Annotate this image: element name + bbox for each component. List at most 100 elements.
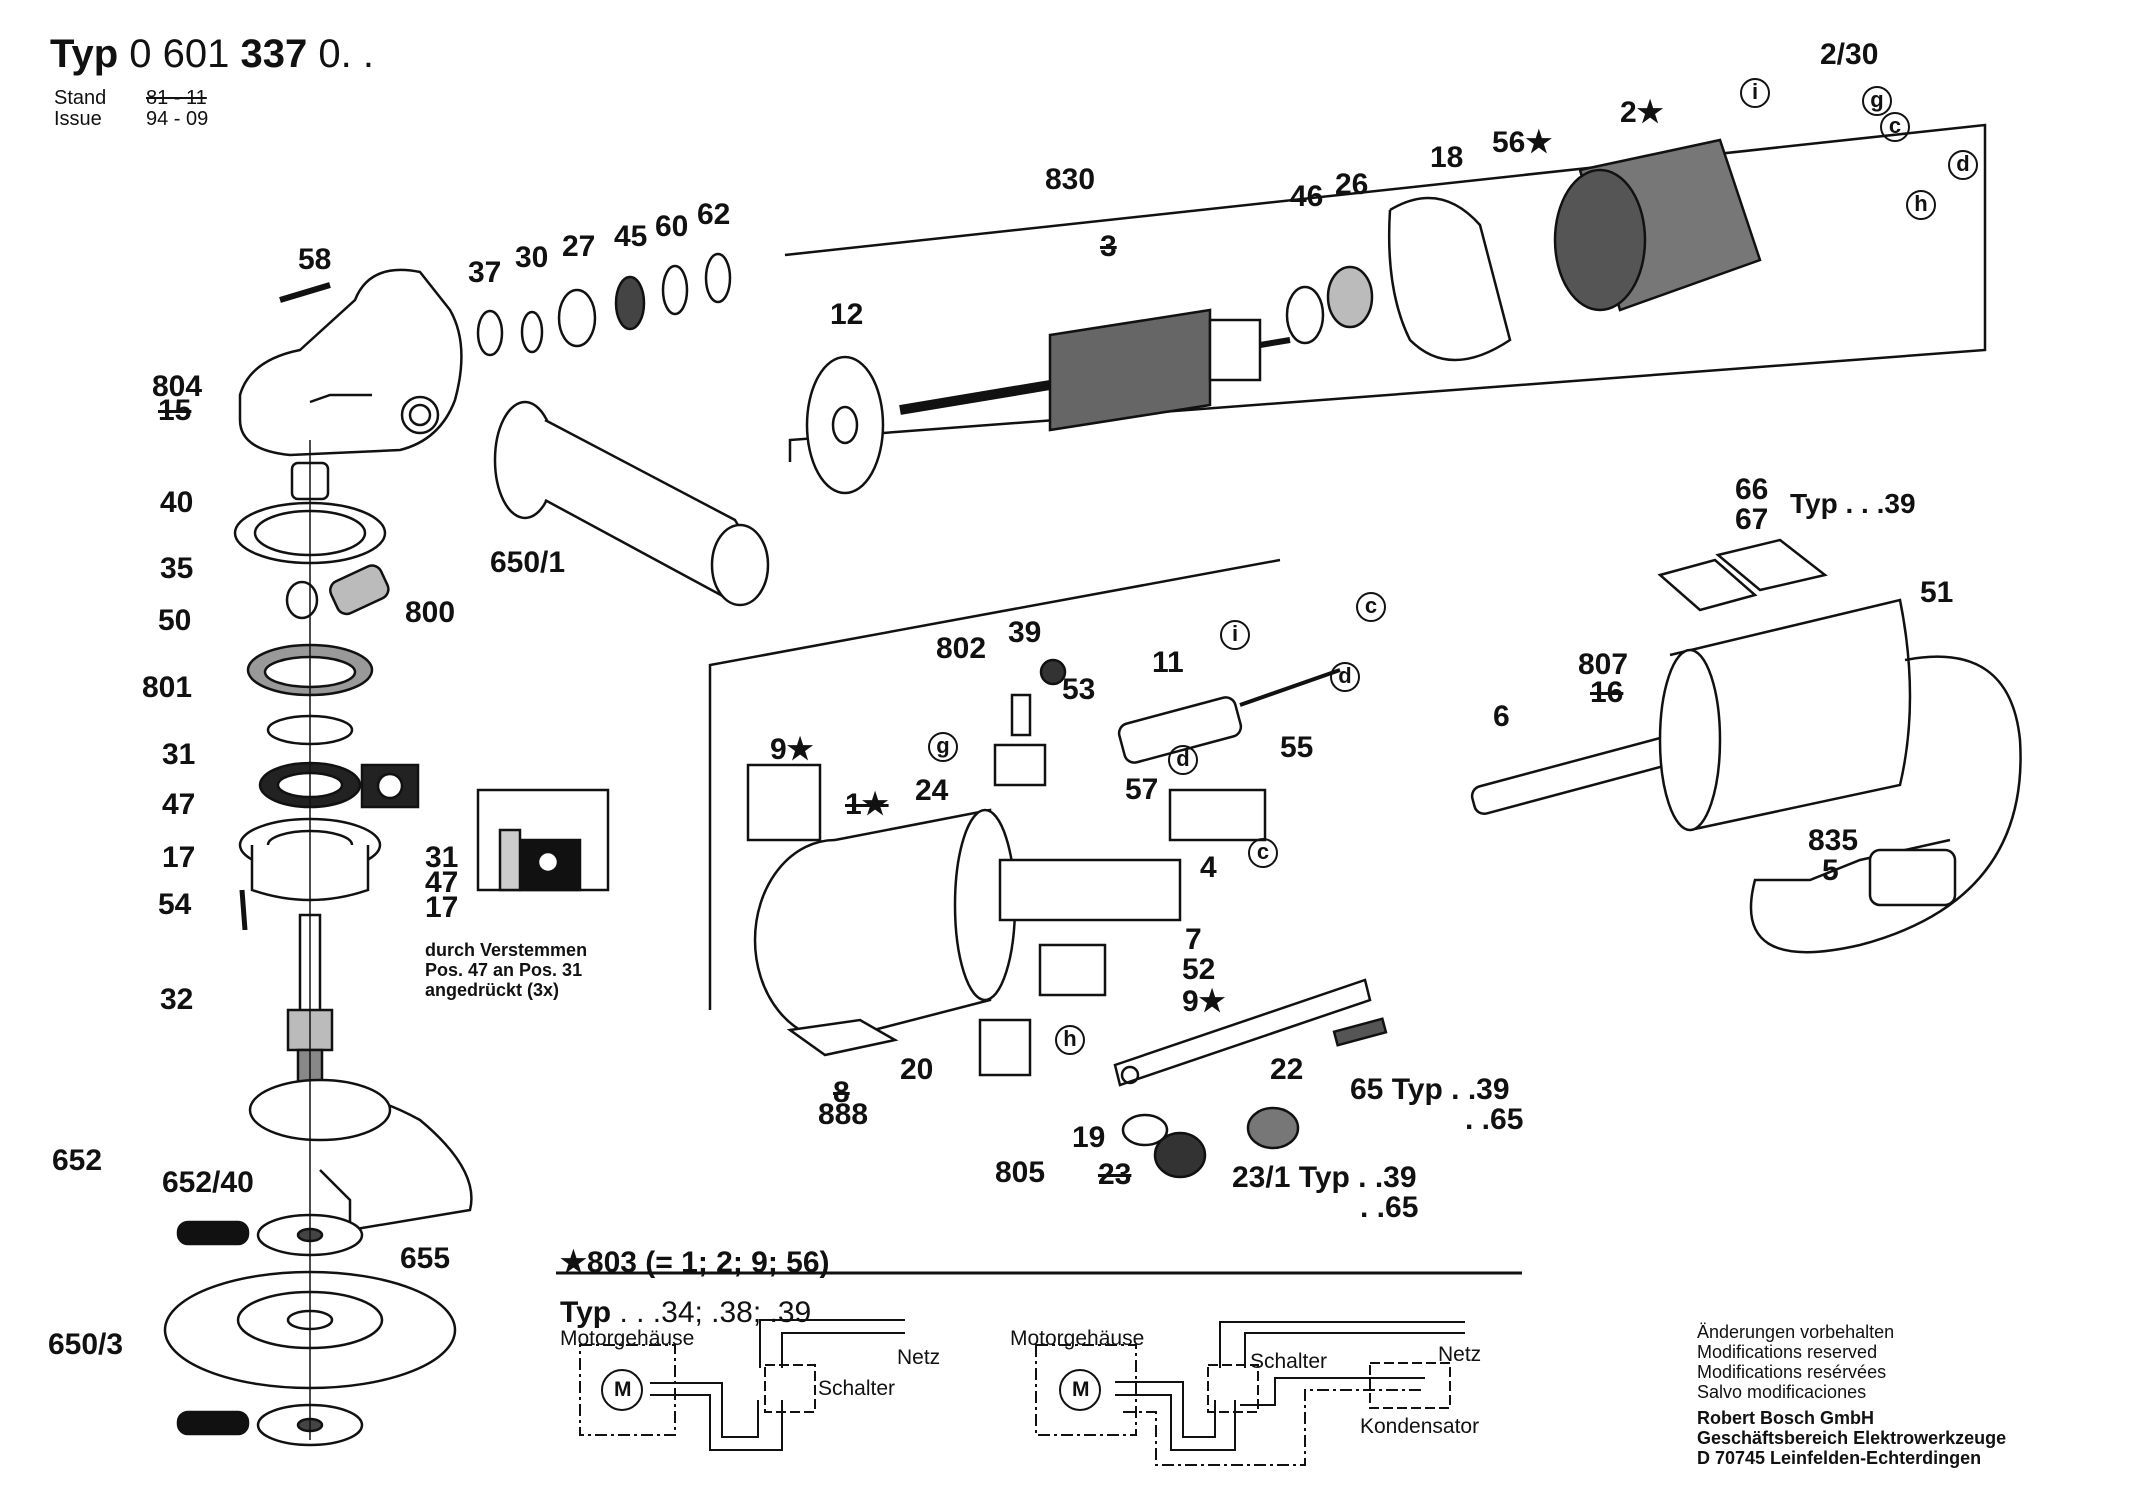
spanner-icons bbox=[176, 1220, 250, 1436]
company-division: Geschäftsbereich Elektrowerkzeuge bbox=[1697, 1428, 2007, 1448]
callout-800: 800 bbox=[405, 596, 456, 629]
wiring-title-variants: . . .34; .38; .39 bbox=[619, 1296, 812, 1329]
callout-3: 3 bbox=[1100, 230, 1117, 263]
callout-18: 18 bbox=[1430, 141, 1464, 174]
callout-50: 50 bbox=[158, 604, 192, 637]
callout-830: 830 bbox=[1045, 163, 1096, 196]
callout-24: 24 bbox=[915, 774, 949, 807]
callout-5: 5 bbox=[1822, 854, 1839, 887]
inset-note-line-1: durch Verstemmen bbox=[425, 940, 588, 960]
issue-value: 94 - 09 bbox=[146, 108, 209, 130]
callout-57: 57 bbox=[1125, 773, 1159, 806]
left-mains-label: Netz bbox=[897, 1346, 941, 1369]
right-housing-label: Motorgehäuse bbox=[1010, 1327, 1145, 1350]
bearing-inset bbox=[476, 788, 610, 892]
callout-46: 46 bbox=[1290, 180, 1324, 213]
legal-line-1: Änderungen vorbehalten bbox=[1697, 1322, 1895, 1342]
callout-27: 27 bbox=[562, 230, 596, 263]
marker-d-mid: d bbox=[1330, 662, 1360, 692]
callout-26: 26 bbox=[1335, 168, 1369, 201]
callout-30: 30 bbox=[515, 241, 549, 274]
housing-group-frame bbox=[708, 558, 1281, 1010]
callout-32: 32 bbox=[160, 983, 194, 1016]
wiring-diagram-right bbox=[1035, 1321, 1465, 1466]
callout-11: 11 bbox=[1152, 646, 1184, 679]
wiring-title: Typ . . .34; .38; .39 bbox=[560, 1296, 811, 1330]
inset-callout-17: 17 bbox=[425, 891, 459, 924]
marker-c-top: c bbox=[1880, 112, 1910, 142]
callout-2-30: 2/30 bbox=[1820, 38, 1879, 71]
marker-c-mid: c bbox=[1356, 592, 1386, 622]
callout-4: 4 bbox=[1200, 851, 1217, 884]
callout-23-1-typ: 23/1 Typ . .39 bbox=[1232, 1161, 1417, 1194]
marker-d-switch: d bbox=[1168, 745, 1198, 775]
nut-50 bbox=[285, 580, 319, 620]
callout-62: 62 bbox=[697, 198, 731, 231]
callout-65-typ: 65 Typ . .39 bbox=[1350, 1073, 1510, 1106]
callout-12: 12 bbox=[830, 298, 864, 331]
callout-51: 51 bbox=[1920, 576, 1954, 609]
callout-805: 805 bbox=[995, 1156, 1046, 1189]
side-handle-650-1 bbox=[493, 400, 770, 607]
marker-g-top: g bbox=[1862, 86, 1892, 116]
type-number-b: 337 bbox=[240, 32, 308, 76]
callout-67: 67 bbox=[1735, 503, 1769, 536]
marker-i-top: i bbox=[1740, 78, 1770, 108]
callout-9-star-b: 9★ bbox=[1182, 985, 1226, 1018]
star-note: ★803 (= 1; 2; 9; 56) bbox=[560, 1246, 830, 1279]
company-name: Robert Bosch GmbH bbox=[1697, 1408, 1875, 1428]
callout-typ-39: Typ . . .39 bbox=[1790, 488, 1916, 519]
callout-45: 45 bbox=[614, 220, 648, 253]
left-motor-label: M bbox=[614, 1378, 632, 1401]
terminal-block bbox=[978, 1018, 1032, 1077]
guard-652 bbox=[248, 1078, 473, 1232]
stand-value: 81 - 11 bbox=[146, 87, 207, 109]
marker-d-top: d bbox=[1948, 150, 1978, 180]
marker-c-switch: c bbox=[1248, 838, 1278, 868]
capacitor-label: Kondensator bbox=[1360, 1415, 1480, 1438]
callout-17: 17 bbox=[162, 841, 196, 874]
company-address: D 70745 Leinfelden-Echterdingen bbox=[1697, 1448, 1982, 1468]
callout-31: 31 bbox=[162, 738, 196, 771]
issue-label: Issue bbox=[54, 108, 102, 130]
callout-66: 66 bbox=[1735, 473, 1769, 506]
ball-bearing-47 bbox=[258, 761, 420, 809]
bearing-46 bbox=[1285, 285, 1325, 345]
legal-line-3: Modifications resérvées bbox=[1697, 1362, 1887, 1382]
callout-15: 15 bbox=[158, 394, 192, 427]
callout-801: 801 bbox=[142, 671, 193, 704]
armature-3 bbox=[899, 308, 1291, 432]
field-coil-2 bbox=[1553, 138, 1762, 312]
callout-55: 55 bbox=[1280, 731, 1314, 764]
callout-2-star: 2★ bbox=[1620, 96, 1664, 129]
callout-52: 52 bbox=[1182, 953, 1216, 986]
wiring-diagram-left bbox=[579, 1319, 905, 1451]
switch-button-23 bbox=[1121, 1113, 1207, 1179]
gear-head-housing bbox=[238, 268, 463, 457]
switch-4 bbox=[1168, 788, 1267, 842]
screw-54 bbox=[239, 889, 248, 931]
callout-60: 60 bbox=[655, 210, 689, 243]
callout-16: 16 bbox=[1590, 676, 1624, 709]
label-9 bbox=[746, 763, 822, 842]
callout-19: 19 bbox=[1072, 1121, 1106, 1154]
callout-47: 47 bbox=[162, 788, 196, 821]
callout-888: 888 bbox=[818, 1098, 869, 1131]
marker-h-top: h bbox=[1906, 190, 1936, 220]
left-housing-label: Motorgehäuse bbox=[560, 1327, 695, 1350]
handle-shell-807 bbox=[1658, 598, 1912, 832]
callout-53: 53 bbox=[1062, 673, 1096, 706]
callout-22: 22 bbox=[1270, 1053, 1304, 1086]
callout-835: 835 bbox=[1808, 824, 1859, 857]
brush-holder-24 bbox=[993, 743, 1047, 787]
switch-rod-22 bbox=[1113, 978, 1372, 1087]
rating-plate-8 bbox=[786, 1018, 899, 1057]
stand-label: Stand bbox=[54, 87, 107, 109]
type-number-c: 0. . bbox=[318, 32, 374, 76]
armature-group-frame bbox=[784, 123, 1987, 462]
callout-652-40: 652/40 bbox=[162, 1166, 254, 1199]
fan-12 bbox=[805, 355, 885, 495]
bearing-row bbox=[476, 252, 732, 357]
callout-65-typ-b: . .65 bbox=[1465, 1103, 1524, 1136]
